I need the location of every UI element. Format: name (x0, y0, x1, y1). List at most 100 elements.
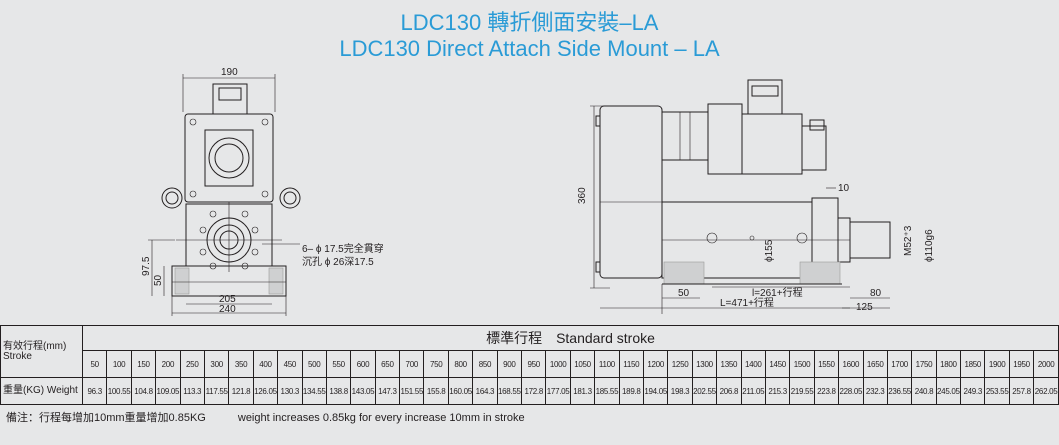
stroke-cell: 1300 (691, 350, 718, 378)
stroke-cell: 200 (155, 350, 181, 378)
standard-stroke-header: 標準行程 Standard stroke (82, 325, 1059, 351)
weight-cell: 223.8 (813, 377, 840, 405)
weight-cell: 96.3 (81, 377, 108, 405)
stroke-cell: 550 (325, 350, 352, 378)
note-english: weight increases 0.85kg for every increa… (237, 412, 525, 424)
stroke-cell: 1850 (960, 350, 986, 378)
stroke-cell: 850 (472, 350, 498, 378)
stroke-cell: 1600 (838, 350, 864, 378)
weight-cell: 151.55 (399, 377, 425, 405)
weight-cell: 206.8 (716, 377, 742, 405)
row-label-stroke: 有效行程(mm) Stroke (0, 325, 83, 378)
stroke-cell: 1950 (1008, 350, 1035, 378)
weight-cell: 189.8 (618, 377, 644, 405)
stroke-cell: 1800 (935, 350, 962, 378)
dim-50-side: 50 (678, 288, 690, 299)
weight-cell: 168.55 (496, 377, 523, 405)
side-view-drawing: 360 10 ϕ155 M52⁺3 ϕ110g6 (577, 79, 935, 314)
weight-cell: 160.05 (447, 377, 474, 405)
dim-l-261: l=261+行程 (752, 286, 803, 299)
stroke-cell: 1750 (911, 350, 937, 378)
stroke-cell: 1150 (618, 350, 644, 378)
title-chinese: LDC130 轉折側面安裝–LA (400, 10, 659, 35)
dim-80: 80 (870, 288, 882, 299)
stroke-cell: 1500 (789, 350, 815, 378)
weight-cell: 134.55 (301, 377, 327, 405)
stroke-cell: 800 (447, 350, 474, 378)
title-english: LDC130 Direct Attach Side Mount – LA (339, 36, 720, 61)
stroke-cell: 950 (521, 350, 547, 378)
stroke-cell: 50 (81, 350, 108, 378)
stroke-cell: 500 (301, 350, 327, 378)
stroke-cell: 2000 (1033, 350, 1059, 378)
stroke-cell: 100 (106, 350, 132, 378)
stroke-cell: 700 (399, 350, 425, 378)
weight-cell: 257.8 (1008, 377, 1035, 405)
dim-10: 10 (838, 183, 850, 194)
dim-phi155: ϕ155 (764, 239, 775, 262)
stroke-cell: 600 (350, 350, 376, 378)
weight-cell: 143.05 (350, 377, 376, 405)
weight-cell: 232.3 (862, 377, 888, 405)
weight-cell: 113.3 (179, 377, 205, 405)
technical-drawing: 190 6– ϕ 17.5完全貫 (141, 67, 935, 316)
hole-note-counterbore: 沉孔 ϕ 26深17.5 (302, 255, 374, 268)
stroke-cell: 350 (228, 350, 254, 378)
dim-205: 205 (219, 294, 236, 305)
dim-L-471: L=471+行程 (720, 296, 774, 309)
stroke-cell: 300 (203, 350, 230, 378)
table-header-row: 有效行程(mm) Stroke 標準行程 Standard stroke (0, 325, 1059, 378)
dim-m52: M52⁺3 (903, 225, 914, 256)
weight-cell: 138.8 (325, 377, 352, 405)
dim-125: 125 (856, 302, 873, 313)
weight-cell: 198.3 (667, 377, 693, 405)
weight-cell: 121.8 (228, 377, 254, 405)
dim-50-front: 50 (153, 274, 164, 286)
weight-cell: 126.05 (252, 377, 279, 405)
stroke-cell: 1900 (984, 350, 1010, 378)
stroke-cell: 1350 (716, 350, 742, 378)
stroke-cell: 1250 (667, 350, 693, 378)
stroke-cell: 250 (179, 350, 205, 378)
weight-cell: 249.3 (960, 377, 986, 405)
weight-cell: 228.05 (838, 377, 864, 405)
stroke-cell: 400 (252, 350, 279, 378)
weight-cell: 245.05 (935, 377, 962, 405)
weight-cell: 109.05 (155, 377, 181, 405)
weight-cell: 100.55 (106, 377, 132, 405)
weight-cell: 211.05 (740, 377, 766, 405)
weight-cell: 253.55 (984, 377, 1010, 405)
front-view-drawing: 190 6– ϕ 17.5完全貫 (141, 67, 384, 316)
weight-cell: 181.3 (569, 377, 596, 405)
dim-360: 360 (577, 187, 588, 204)
stroke-cell: 1000 (545, 350, 571, 378)
weight-cell: 147.3 (374, 377, 401, 405)
stroke-cell: 1700 (886, 350, 913, 378)
weight-cell: 155.8 (423, 377, 449, 405)
weight-cell: 236.55 (886, 377, 913, 405)
dim-240: 240 (219, 304, 236, 315)
weight-cell: 117.55 (203, 377, 230, 405)
weight-cell: 177.05 (545, 377, 571, 405)
stroke-cell: 1100 (594, 350, 620, 378)
stroke-cell: 450 (277, 350, 303, 378)
row-label-weight: 重量(KG) Weight (0, 377, 83, 405)
stroke-cell: 150 (130, 350, 157, 378)
dim-190: 190 (221, 67, 238, 78)
weight-cell: 202.55 (691, 377, 718, 405)
hole-note-through: 6– ϕ 17.5完全貫穿 (302, 242, 384, 255)
stroke-cell: 650 (374, 350, 401, 378)
stroke-cell: 1450 (764, 350, 791, 378)
weight-cell: 262.05 (1033, 377, 1059, 405)
weight-cell: 130.3 (277, 377, 303, 405)
weight-cell: 194.05 (642, 377, 669, 405)
weight-cell: 164.3 (472, 377, 498, 405)
weight-cell: 215.3 (764, 377, 791, 405)
dim-phi110g6: ϕ110g6 (924, 229, 935, 262)
weight-cell: 240.8 (911, 377, 937, 405)
weight-cell: 172.8 (521, 377, 547, 405)
